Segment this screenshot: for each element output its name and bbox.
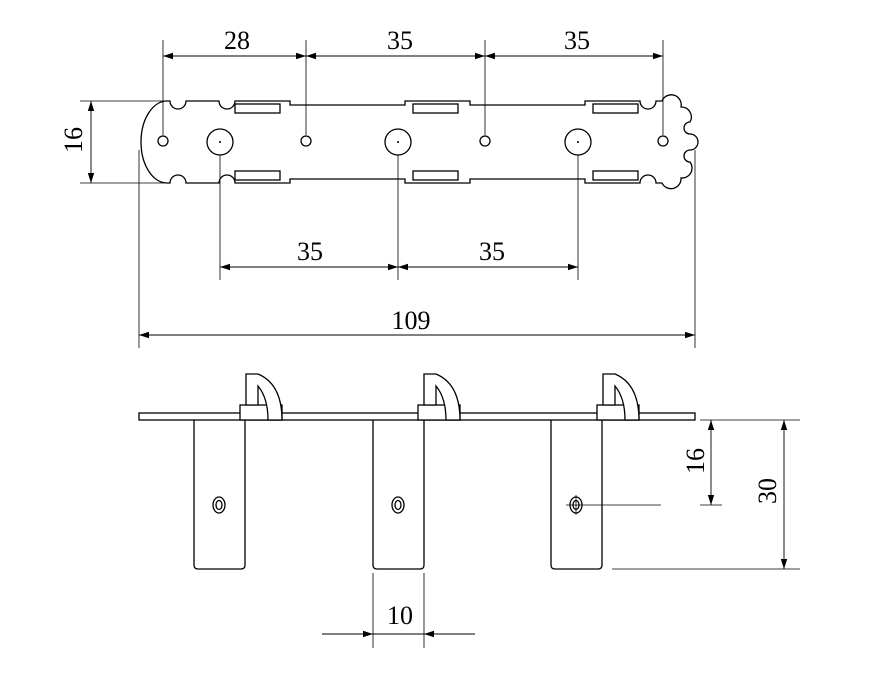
dim-text-pin-height: 16 (681, 448, 710, 474)
top-view: 28 35 35 35 35 16 109 (59, 26, 699, 348)
dim-text-height: 16 (59, 127, 88, 153)
plate-side (138, 412, 696, 421)
pin (372, 420, 425, 570)
slot (234, 170, 281, 181)
slot (592, 170, 639, 181)
plate-outline (140, 94, 699, 190)
hole-center (397, 141, 399, 143)
slot (234, 103, 281, 114)
dim-text-overall-width: 109 (392, 306, 431, 335)
small-hole (300, 135, 312, 147)
pin-hole (215, 499, 223, 511)
dim-text-bottom-first: 35 (297, 237, 323, 266)
small-hole (479, 135, 491, 147)
dim-text-bottom-second: 35 (479, 237, 505, 266)
small-hole (157, 135, 169, 147)
hook (239, 373, 283, 421)
pin-hole (391, 496, 405, 514)
hole-center (577, 141, 579, 143)
dim-text-top-third: 35 (564, 26, 590, 55)
slot (412, 170, 459, 181)
dim-text-total-height: 30 (753, 478, 782, 504)
extension-lines (80, 40, 696, 348)
hook (417, 373, 461, 421)
slot (412, 103, 459, 114)
small-hole (657, 135, 669, 147)
pin (550, 420, 603, 570)
dim-text-pin-width: 10 (387, 601, 413, 630)
side-view: 16 30 10 (138, 373, 800, 648)
hole-center (219, 141, 221, 143)
pin-hole (394, 499, 402, 511)
pin (193, 420, 246, 570)
hook (596, 373, 640, 421)
dim-text-top-second: 35 (387, 26, 413, 55)
slot (592, 103, 639, 114)
side-extension-lines (372, 419, 800, 648)
dim-text-top-first: 28 (224, 26, 250, 55)
pin-hole (212, 496, 226, 514)
